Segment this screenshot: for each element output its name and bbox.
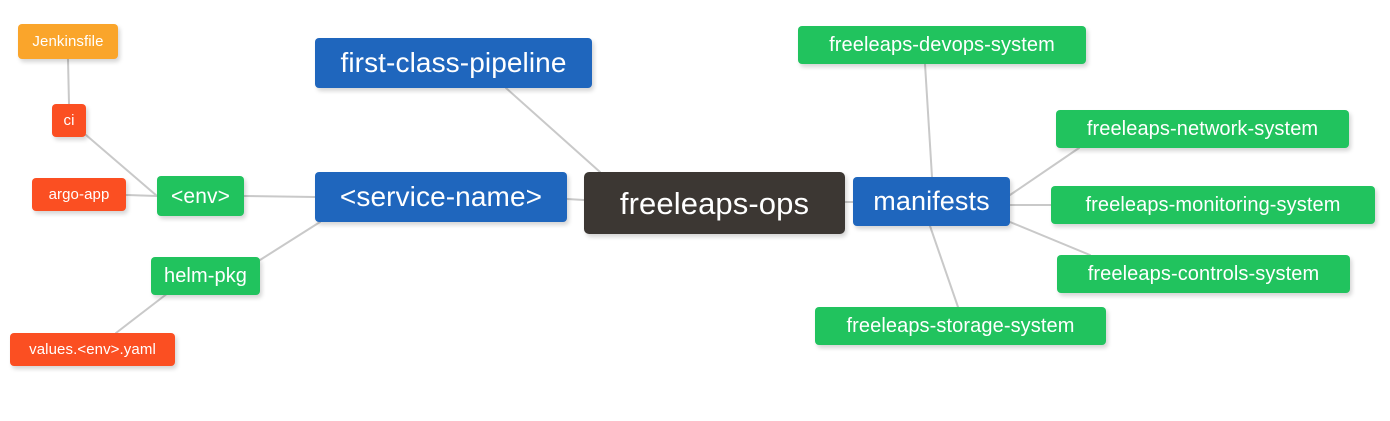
- edge-jenkinsfile-to-ci: [67, 58, 70, 105]
- node-argo-app[interactable]: argo-app: [32, 178, 126, 211]
- node-values-yaml[interactable]: values.<env>.yaml: [10, 333, 175, 366]
- edge-service-name-to-helm-pkg: [259, 221, 321, 261]
- node-ci[interactable]: ci: [52, 104, 86, 137]
- edge-helm-pkg-to-values-yaml: [115, 292, 169, 334]
- node-freeleaps-devops-system[interactable]: freeleaps-devops-system: [798, 26, 1086, 64]
- node-helm-pkg[interactable]: helm-pkg: [151, 257, 260, 295]
- node-service-name[interactable]: <service-name>: [315, 172, 567, 222]
- node-freeleaps-monitoring-system[interactable]: freeleaps-monitoring-system: [1051, 186, 1375, 224]
- node-env[interactable]: <env>: [157, 176, 244, 216]
- node-manifests[interactable]: manifests: [853, 177, 1010, 226]
- node-freeleaps-storage-system[interactable]: freeleaps-storage-system: [815, 307, 1106, 345]
- edge-first-class-pipeline-to-freeleaps-ops: [505, 87, 601, 173]
- edge-manifests-to-freeleaps-devops-system: [924, 63, 933, 178]
- edge-service-name-to-freeleaps-ops: [566, 198, 585, 201]
- node-freeleaps-ops[interactable]: freeleaps-ops: [584, 172, 845, 234]
- edge-argo-app-to-env: [125, 194, 158, 197]
- edge-manifests-to-freeleaps-storage-system: [929, 225, 959, 308]
- node-freeleaps-controls-system[interactable]: freeleaps-controls-system: [1057, 255, 1350, 293]
- node-first-class-pipeline[interactable]: first-class-pipeline: [315, 38, 592, 88]
- node-jenkinsfile[interactable]: Jenkinsfile: [18, 24, 118, 59]
- node-freeleaps-network-system[interactable]: freeleaps-network-system: [1056, 110, 1349, 148]
- edge-manifests-to-freeleaps-controls-system: [1009, 221, 1091, 256]
- edge-env-to-service-name: [243, 195, 316, 198]
